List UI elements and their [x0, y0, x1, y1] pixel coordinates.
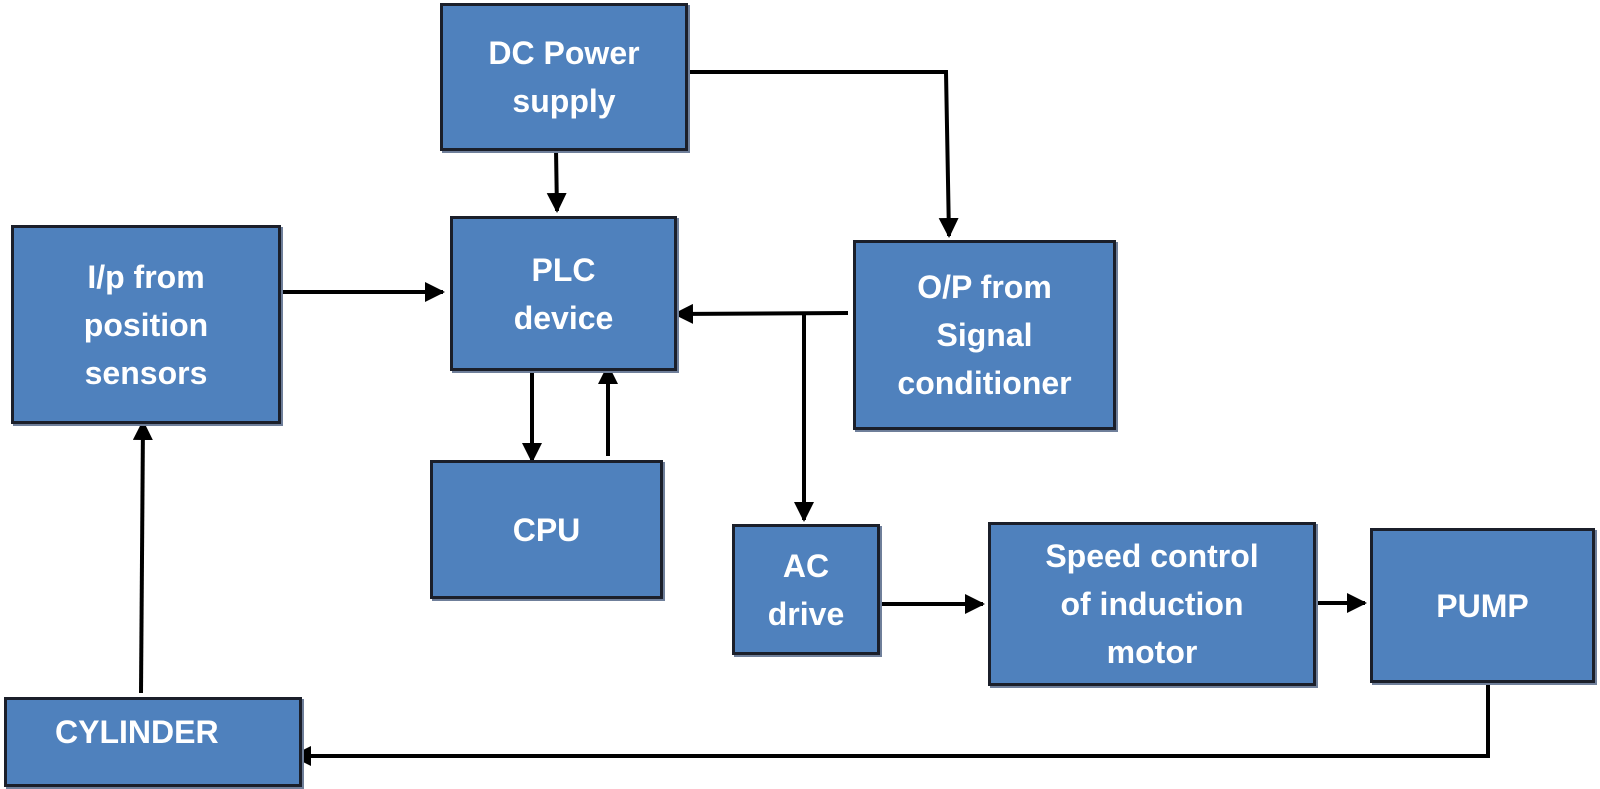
cpu-label: CPU [512, 511, 581, 548]
dc-power-supply-label: DC Power supply [488, 35, 640, 119]
cylinder-block: CYLINDER [4, 697, 302, 787]
cpu-block: CPU [430, 460, 663, 599]
position-sensors-label: I/p from position sensors [83, 258, 209, 391]
signal-conditioner-label: O/P from Signal conditioner [897, 269, 1072, 401]
arrow-cylinder-to-position-sensors [132, 420, 153, 694]
position-sensors-block: I/p from position sensors [11, 225, 281, 424]
signal-conditioner-block: O/P from Signal conditioner [853, 240, 1116, 430]
arrow-dc-power-to-signal-conditioner [678, 70, 959, 238]
arrow-signal-conditioner-to-plc [673, 303, 849, 324]
plc-device-block: PLC device [450, 216, 677, 371]
arrow-pump-to-cylinder [291, 683, 1490, 766]
pump-label: PUMP [1436, 587, 1529, 624]
pump-block: PUMP [1370, 528, 1595, 683]
cylinder-label: CYLINDER [55, 714, 219, 750]
plc-device-label: PLC device [513, 251, 614, 336]
dc-power-supply-block: DC Power supply [440, 3, 688, 151]
ac-drive-label: AC drive [767, 547, 845, 632]
ac-drive-block: AC drive [732, 524, 880, 655]
speed-control-label: Speed control of induction motor [1045, 538, 1259, 670]
arrow-dc-power-to-plc [546, 149, 567, 213]
speed-control-block: Speed control of induction motor [988, 522, 1316, 686]
